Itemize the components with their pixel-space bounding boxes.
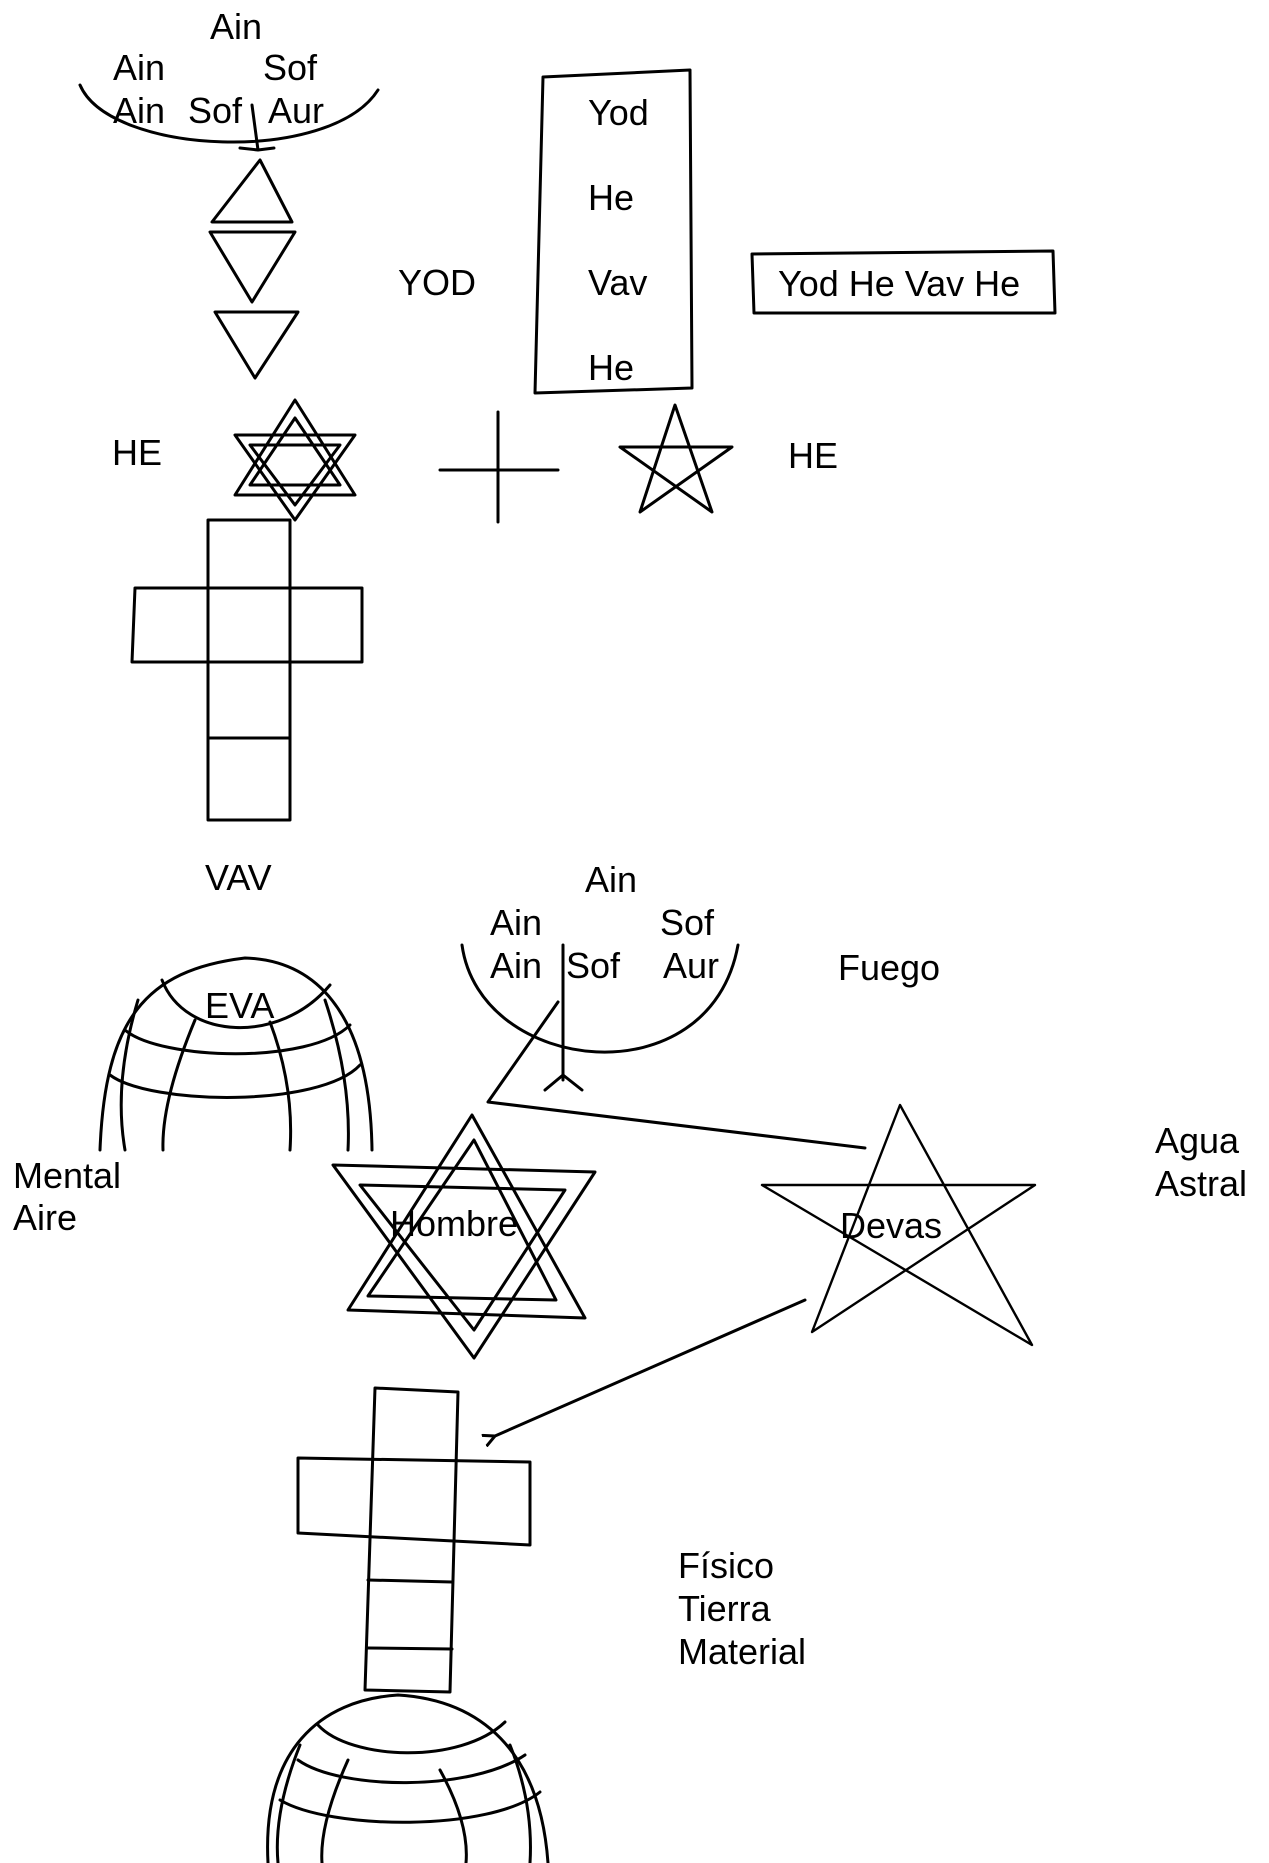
top-ain-1: Ain <box>210 6 263 47</box>
top-pentagram <box>618 403 734 514</box>
top-cube-cross <box>130 518 364 822</box>
bottom-cube-cross <box>296 1386 532 1694</box>
yod-label: YOD <box>398 262 477 303</box>
yod-letter-he-1: He <box>588 177 635 218</box>
yod-letter-vav: Vav <box>588 262 648 303</box>
bottom-stem-mark <box>543 943 584 1092</box>
agua-label: Agua <box>1155 1120 1240 1161</box>
tierra-label: Tierra <box>678 1588 771 1629</box>
top-ain-3: Ain <box>113 90 166 131</box>
tetragrammaton-box <box>750 249 1057 315</box>
devas-pentagram <box>760 1103 1037 1347</box>
eva-globe <box>98 956 374 1152</box>
bottom-ain-soph-arc <box>460 943 740 1054</box>
devas-label: Devas <box>840 1205 943 1246</box>
he-left-label: HE <box>112 432 163 473</box>
devas-arrow <box>495 1298 807 1436</box>
astral-label: Astral <box>1155 1163 1248 1204</box>
bottom-sof-2: Sof <box>566 945 621 986</box>
bottom-ain-1: Ain <box>585 859 638 900</box>
top-ain-2: Ain <box>113 47 166 88</box>
top-ain-soph-arc <box>78 83 380 144</box>
yod-letter-yod: Yod <box>588 92 649 133</box>
top-sof-1: Sof <box>263 47 318 88</box>
bottom-ain-2: Ain <box>490 902 543 943</box>
vav-label: VAV <box>205 857 272 898</box>
bottom-ain-3: Ain <box>490 945 543 986</box>
fuego-label: Fuego <box>838 947 941 988</box>
he-right-label: HE <box>788 435 839 476</box>
eva-label: EVA <box>205 985 275 1026</box>
mental-label: Mental <box>13 1155 122 1196</box>
top-aur: Aur <box>268 90 325 131</box>
top-up-triangle <box>210 158 294 224</box>
tetragrammaton-text: Yod He Vav He <box>778 263 1021 304</box>
yod-box <box>533 68 694 395</box>
top-hexagram <box>233 398 357 522</box>
top-down-triangle-1 <box>208 230 297 304</box>
aire-label: Aire <box>13 1197 78 1238</box>
bottom-aur: Aur <box>663 945 720 986</box>
fire-triangle <box>486 1000 867 1150</box>
bottom-sof-1: Sof <box>660 902 715 943</box>
fisico-label: Físico <box>678 1545 775 1586</box>
top-down-triangle-2 <box>213 310 300 380</box>
hombre-hexagram <box>331 1113 597 1360</box>
bottom-globe <box>266 1693 550 1863</box>
yod-letter-he-2: He <box>588 347 635 388</box>
hombre-label: Hombre <box>390 1203 519 1244</box>
material-label: Material <box>678 1631 807 1672</box>
top-plus-cross <box>438 410 560 524</box>
top-sof-2: Sof <box>188 90 243 131</box>
top-stem-mark <box>238 103 276 152</box>
